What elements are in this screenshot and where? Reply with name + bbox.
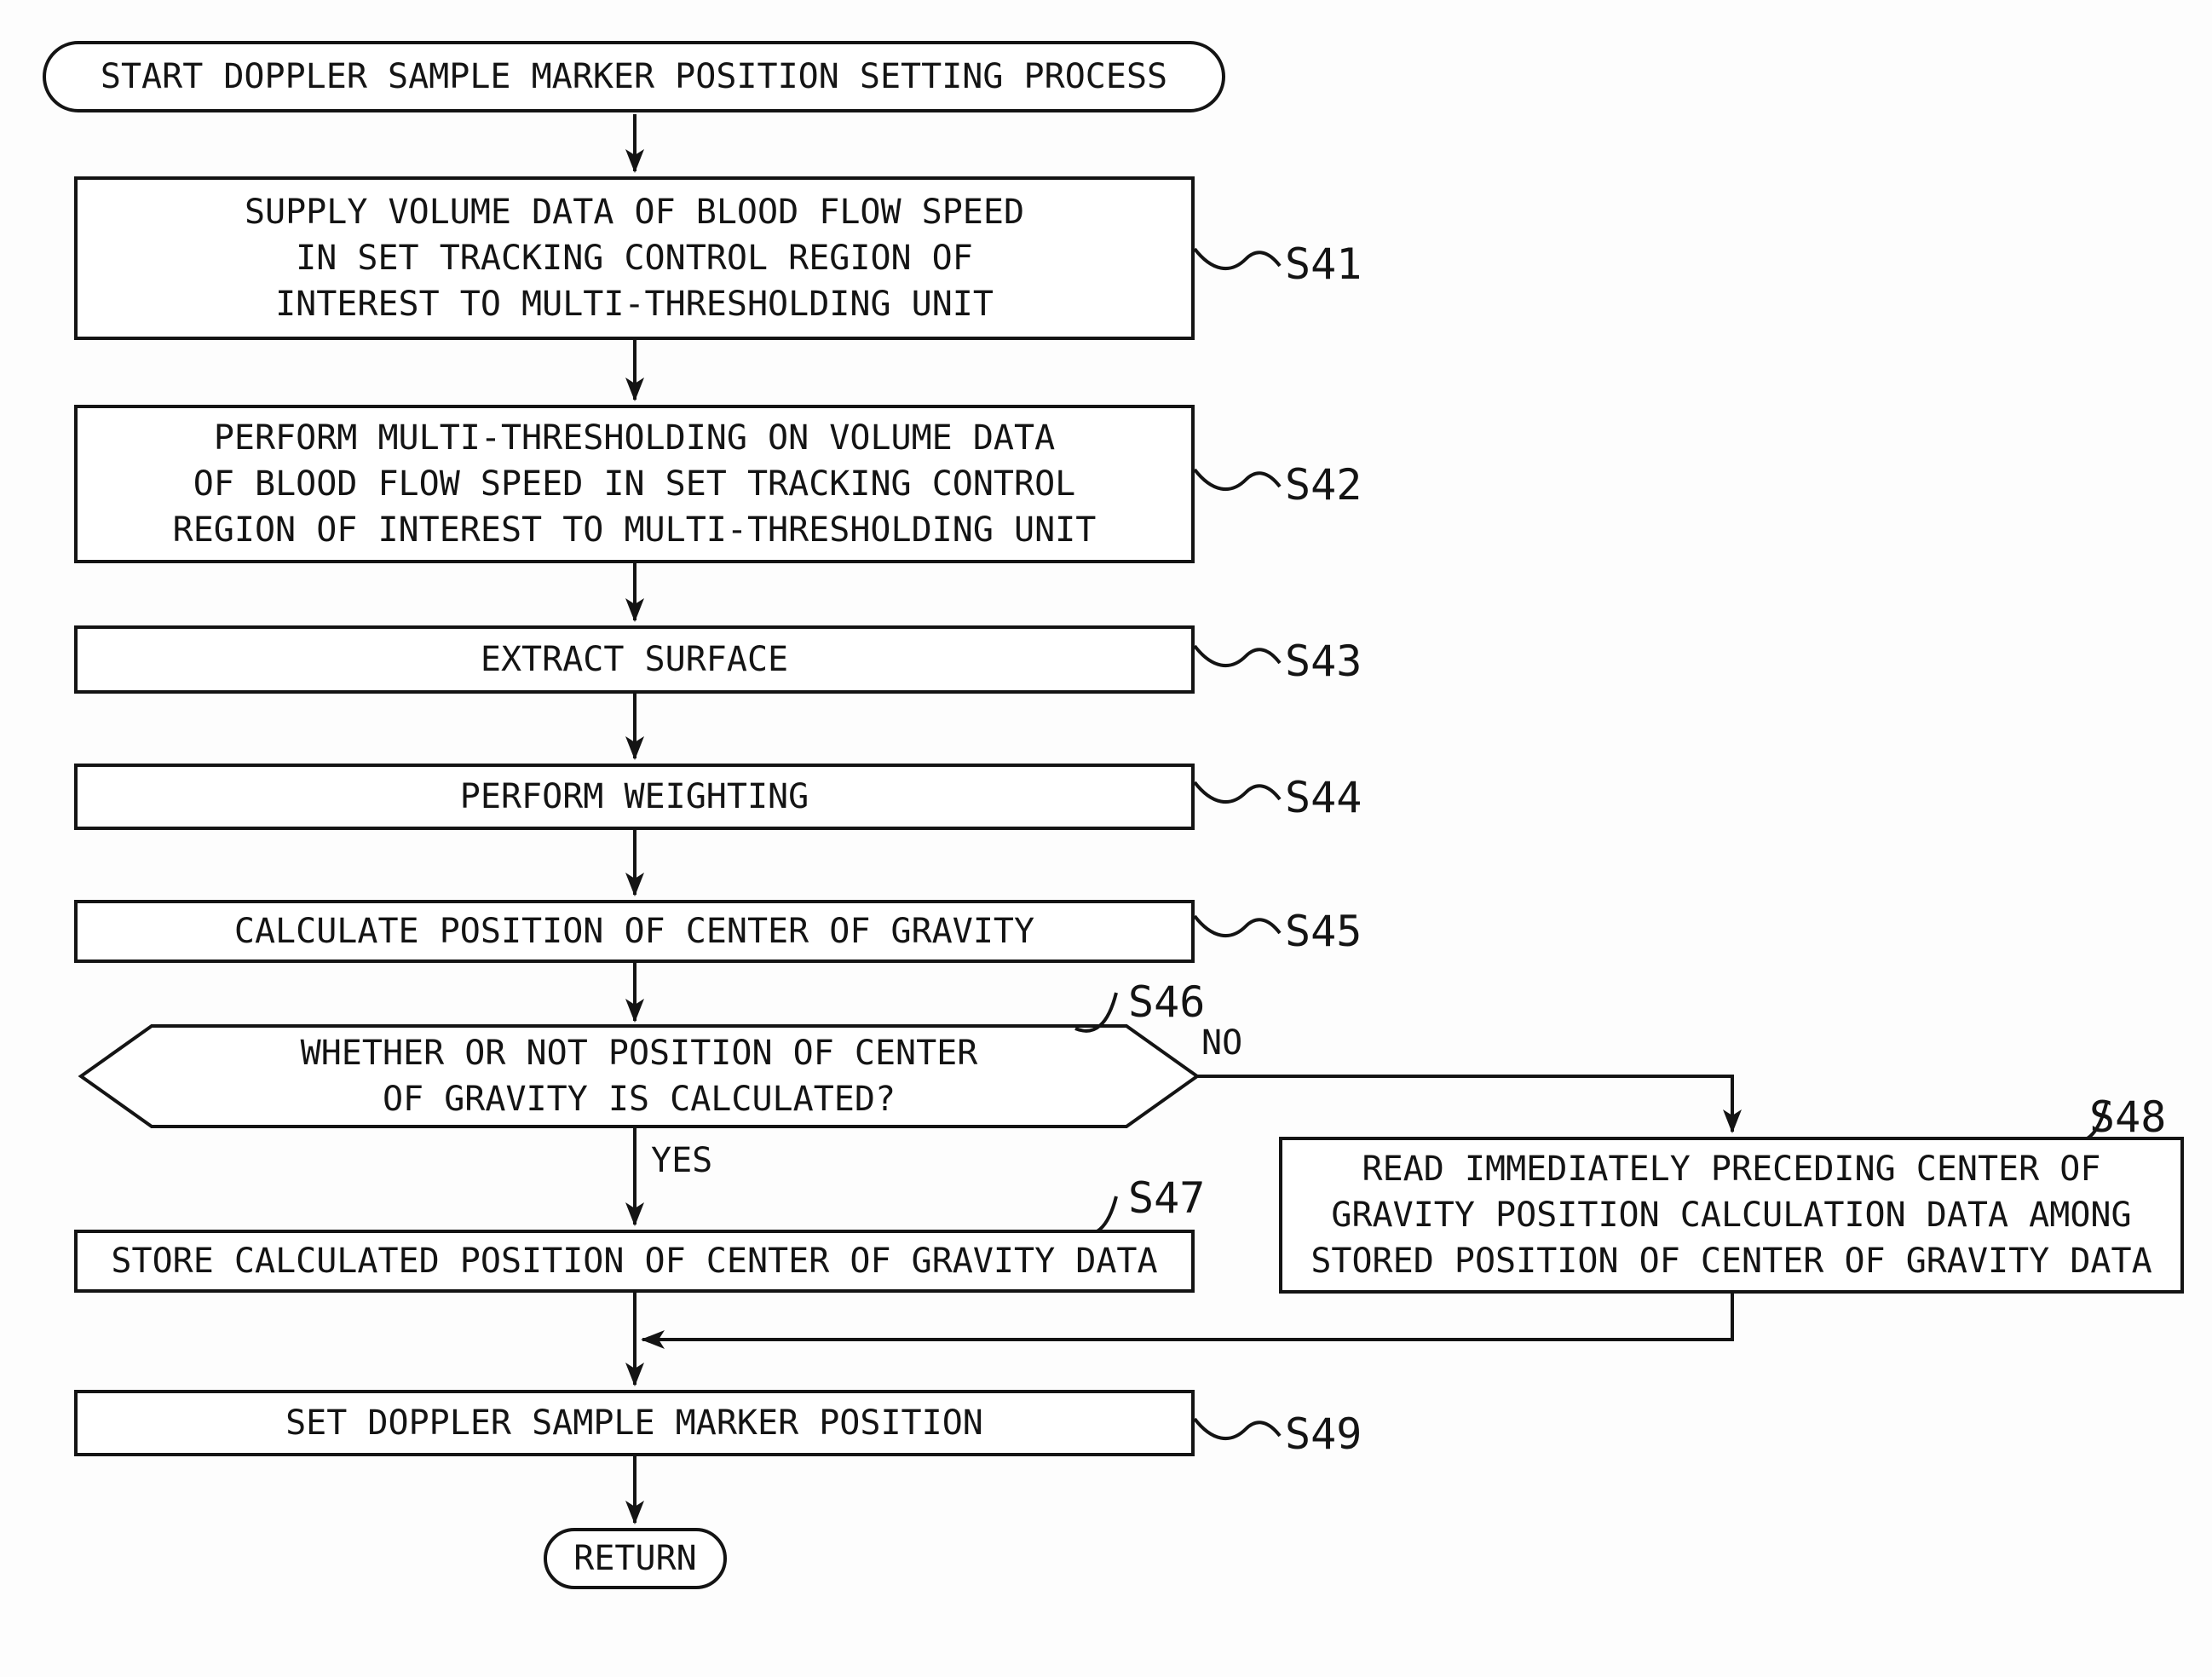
return-terminal: RETURN <box>544 1528 727 1589</box>
step-label-s47: S47 <box>1128 1173 1206 1223</box>
s48-text-line: STORED POSITION OF CENTER OF GRAVITY DAT… <box>1310 1242 2152 1281</box>
s49-text-line: SET DOPPLER SAMPLE MARKER POSITION <box>285 1403 983 1443</box>
arrow-s48-merge <box>641 1294 1734 1349</box>
leader-s41 <box>1193 247 1282 270</box>
s41-text-line: IN SET TRACKING CONTROL REGION OF <box>296 239 973 278</box>
decision-s46: WHETHER OR NOT POSITION OF CENTER OF GRA… <box>152 1026 1126 1127</box>
step-label-s45: S45 <box>1285 907 1362 956</box>
s42-text-line: OF BLOOD FLOW SPEED IN SET TRACKING CONT… <box>193 464 1076 504</box>
step-label-s41: S41 <box>1285 239 1362 289</box>
start-terminal-label: START DOPPLER SAMPLE MARKER POSITION SET… <box>100 57 1168 96</box>
s45-text-line: CALCULATE POSITION OF CENTER OF GRAVITY <box>233 912 1035 951</box>
process-box-s45: CALCULATE POSITION OF CENTER OF GRAVITY <box>74 900 1195 963</box>
leader-s46 <box>1074 992 1118 1033</box>
step-label-s49: S49 <box>1285 1409 1362 1459</box>
leader-s49 <box>1193 1417 1282 1440</box>
s48-text-line: READ IMMEDIATELY PRECEDING CENTER OF <box>1362 1150 2101 1189</box>
s42-text-line: PERFORM MULTI-THRESHOLDING ON VOLUME DAT… <box>213 418 1056 458</box>
process-box-s42: PERFORM MULTI-THRESHOLDING ON VOLUME DAT… <box>74 405 1195 563</box>
s47-text-line: STORE CALCULATED POSITION OF CENTER OF G… <box>111 1242 1158 1281</box>
process-box-s49: SET DOPPLER SAMPLE MARKER POSITION <box>74 1390 1195 1456</box>
return-terminal-label: RETURN <box>573 1539 697 1578</box>
s44-text-line: PERFORM WEIGHTING <box>459 777 809 816</box>
s46-text-line: OF GRAVITY IS CALCULATED? <box>382 1080 896 1119</box>
no-branch-label: NO <box>1201 1023 1243 1063</box>
s41-text-line: SUPPLY VOLUME DATA OF BLOOD FLOW SPEED <box>244 193 1025 232</box>
process-box-s48: READ IMMEDIATELY PRECEDING CENTER OF GRA… <box>1279 1137 2184 1294</box>
leader-s45 <box>1193 914 1282 937</box>
process-box-s43: EXTRACT SURFACE <box>74 625 1195 694</box>
arrow-no-branch <box>1197 1075 1742 1133</box>
leader-s43 <box>1193 644 1282 667</box>
step-label-s42: S42 <box>1285 460 1362 510</box>
yes-branch-label: YES <box>651 1141 713 1180</box>
step-label-s44: S44 <box>1285 773 1362 822</box>
s43-text-line: EXTRACT SURFACE <box>480 640 789 679</box>
process-box-s41: SUPPLY VOLUME DATA OF BLOOD FLOW SPEED I… <box>74 176 1195 340</box>
s46-text-line: WHETHER OR NOT POSITION OF CENTER <box>300 1034 978 1073</box>
s48-text-line: GRAVITY POSITION CALCULATION DATA AMONG <box>1331 1196 2132 1235</box>
step-label-s43: S43 <box>1285 637 1362 686</box>
start-terminal: START DOPPLER SAMPLE MARKER POSITION SET… <box>43 41 1225 112</box>
step-label-s46: S46 <box>1128 977 1206 1027</box>
s42-text-line: REGION OF INTEREST TO MULTI-THRESHOLDING… <box>172 510 1097 550</box>
leader-s44 <box>1193 781 1282 804</box>
process-box-s47: STORE CALCULATED POSITION OF CENTER OF G… <box>74 1230 1195 1293</box>
step-label-s48: S48 <box>2089 1092 2167 1142</box>
decision-hexagon-shape <box>78 1024 1201 1128</box>
leader-s42 <box>1193 468 1282 491</box>
s41-text-line: INTEREST TO MULTI-THRESHOLDING UNIT <box>275 285 994 324</box>
process-box-s44: PERFORM WEIGHTING <box>74 764 1195 830</box>
